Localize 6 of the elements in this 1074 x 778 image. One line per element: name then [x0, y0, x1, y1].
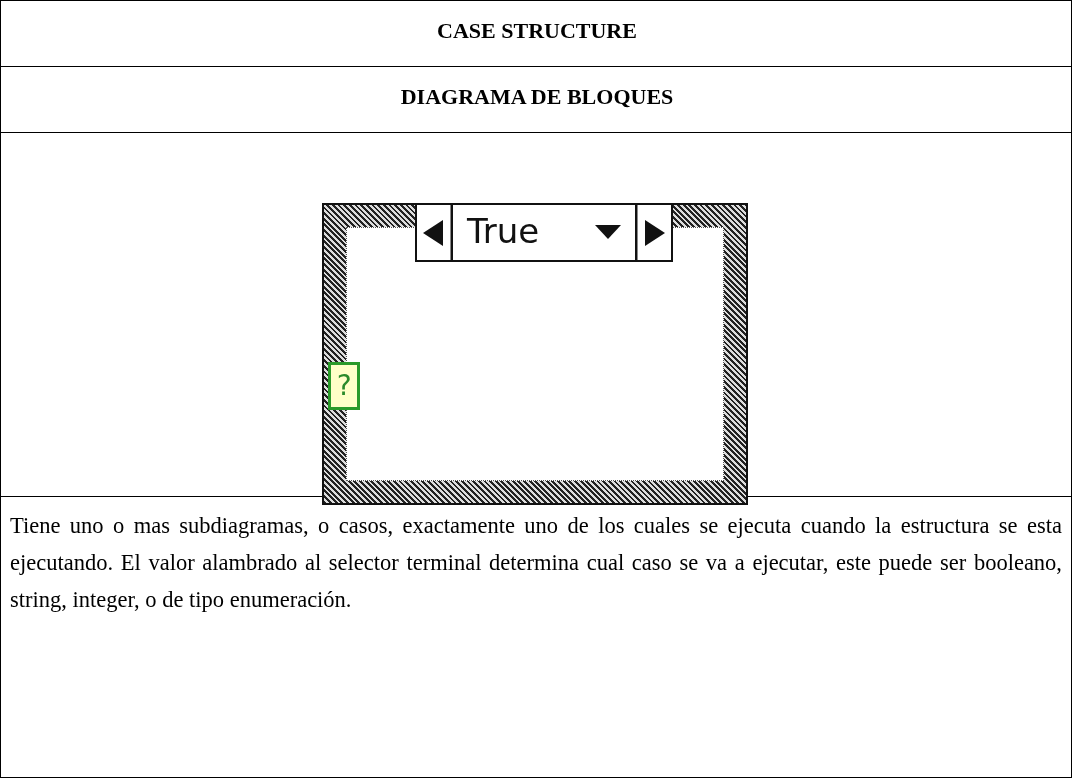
case-selector-label: [415, 203, 673, 262]
table-heading: DIAGRAMA DE BLOQUES: [400, 84, 674, 110]
selector-terminal: ?: [328, 362, 360, 410]
table-heading: CASE STRUCTURE: [437, 18, 637, 44]
case-name-text: True: [467, 211, 540, 251]
description-paragraph: Tiene uno o mas subdiagramas, o casos, exactamente uno de los cuales se ejecuta cuando la estructura se esta ejecutando. El valor alambrado al selector terminal determina cual caso se va a ejecutar, este puede ser booleano, string, integer, o de tipo enumeración.: [10, 512, 1062, 614]
